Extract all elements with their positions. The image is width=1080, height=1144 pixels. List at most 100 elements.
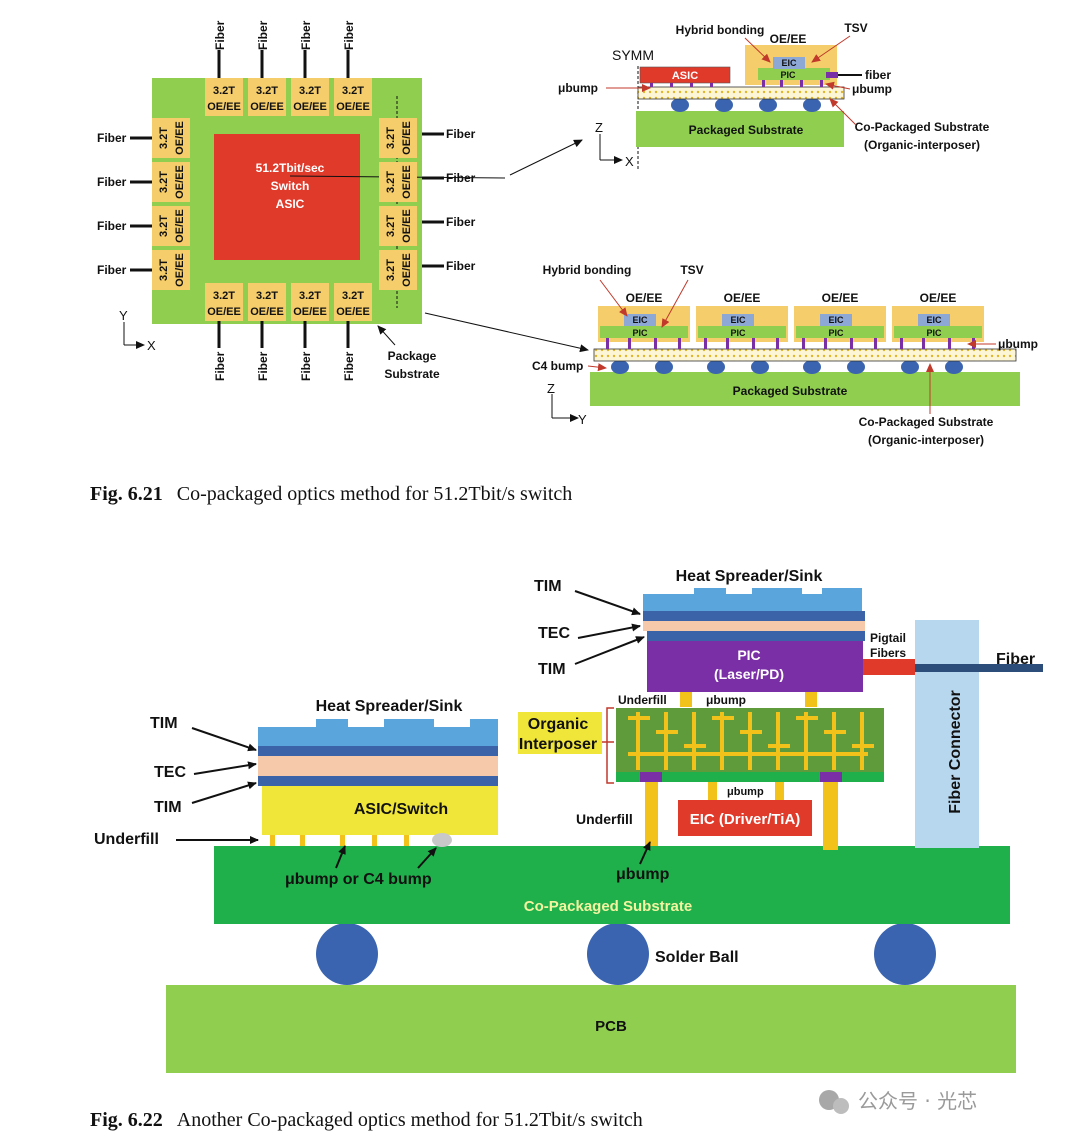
fiber-label: Fiber [97, 175, 127, 189]
pigtail-fibers [863, 659, 915, 675]
pic-label-yz: PIC [632, 328, 648, 338]
fibers: FiberFiberFiberFiberFiberFiberFiberFiber… [97, 20, 476, 381]
packaged-substrate-xz [636, 111, 844, 147]
module-type: OE/EE [401, 121, 413, 155]
oe-ee-module [248, 78, 286, 116]
asic-stack: ASIC/Switch [258, 719, 498, 847]
c4-bump-yz [901, 360, 919, 374]
ubump-label-right-xz: μbump [852, 82, 892, 96]
tim-arrow-right-1 [574, 590, 641, 616]
oe-ee-module [205, 78, 243, 116]
ubump-eic-label: μbump [727, 786, 764, 798]
cps-arrow-xz [829, 98, 857, 126]
tec-arrow-left [193, 761, 257, 775]
via [748, 712, 752, 770]
ubump-yz [948, 338, 951, 349]
organic-interposer-label-yz: (Organic-interposer) [868, 433, 984, 447]
module-type: OE/EE [174, 121, 186, 155]
zoom-arrow-top [509, 139, 583, 176]
module-type: OE/EE [401, 253, 413, 287]
packaged-substrate-yz [590, 372, 1020, 406]
pic-xz [758, 68, 830, 80]
tsv-arrow-xz [811, 35, 851, 63]
underfill-label-left: Underfill [94, 831, 159, 848]
module-type: OE/EE [336, 101, 370, 113]
co-packaged-substrate-yz [593, 348, 1017, 362]
fiber-label: Fiber [97, 131, 127, 145]
tim-upper-right [643, 611, 865, 621]
oe-ee-module [152, 206, 190, 246]
pic-yz [600, 326, 688, 338]
ubump-label-left-xz: μbump [558, 81, 598, 95]
oe-ee-module [152, 250, 190, 290]
bump [404, 835, 409, 846]
hybrid-bonding-label-xz: Hybrid bonding [676, 23, 765, 37]
fiber-label: Fiber [342, 20, 356, 50]
module-type: OE/EE [174, 253, 186, 287]
ubump-yz [752, 338, 755, 349]
axis-z-label-xz: Z [595, 120, 603, 135]
co-packaged-substrate [214, 846, 1010, 924]
pic-yz [698, 326, 786, 338]
pic-label-yz: PIC [730, 328, 746, 338]
pic-yz [894, 326, 982, 338]
eic-label-xz: EIC [781, 58, 797, 68]
oe-ee-module [248, 283, 286, 321]
oe-ee-module [379, 118, 417, 158]
fiber [915, 664, 1043, 672]
packaged-substrate-xz-label: Packaged Substrate [689, 123, 804, 137]
pigtail-label-1: Pigtail [870, 631, 906, 645]
trace [824, 730, 846, 734]
substrate-pointer [377, 325, 396, 346]
fiber-label: Fiber [446, 215, 476, 229]
fiber-label: Fiber [446, 171, 476, 185]
ubump-yz [654, 338, 657, 349]
module-type: OE/EE [401, 165, 413, 199]
ubump-yz [704, 338, 707, 349]
pic-label-xz: PIC [780, 70, 796, 80]
module-rate: 3.2T [256, 85, 278, 97]
solder-ball-label: Solder Ball [655, 949, 739, 966]
ubump [680, 692, 692, 707]
asic-switch [262, 786, 498, 835]
bump [300, 835, 305, 846]
eic-xz [773, 57, 805, 69]
asic-switch-label: ASIC/Switch [354, 801, 448, 818]
module-rate: 3.2T [213, 85, 235, 97]
ubump-arrow-right-xz [825, 81, 851, 90]
fig622-cross-section: PCB Solder Ball Co-Packaged Substrate AS… [94, 568, 1043, 1073]
zoom-arrow-bottom [424, 312, 589, 353]
tim-lower-left [258, 776, 498, 786]
oe-ee-module [379, 162, 417, 202]
module-rate: 3.2T [299, 290, 321, 302]
co-packaged-substrate-label: Co-Packaged Substrate [524, 898, 692, 915]
pic-label-yz: PIC [828, 328, 844, 338]
co-packaged-label-xz: Co-Packaged Substrate [855, 120, 990, 134]
module-rate: 3.2T [385, 171, 397, 193]
solder-ball [874, 923, 936, 985]
oe-ee-module [205, 283, 243, 321]
fiber-label-xz: fiber [865, 68, 891, 82]
packaged-substrate-yz-label: Packaged Substrate [733, 384, 848, 398]
bump [372, 835, 377, 846]
c4-bump-yz [945, 360, 963, 374]
oe-ee-module [334, 78, 372, 116]
c4-balls-yz [611, 360, 963, 374]
fiber-label: Fiber [299, 20, 313, 50]
trace [628, 752, 868, 756]
oe-ee-label-yz: OE/EE [920, 291, 957, 305]
module-rate: 3.2T [213, 290, 235, 302]
module-rate: 3.2T [299, 85, 321, 97]
tec-right [643, 621, 865, 631]
c4-bump-label-yz: C4 bump [532, 359, 583, 373]
underfill-small-label: Underfill [618, 693, 667, 707]
ubump-yz [824, 338, 827, 349]
tim-arrow-left-1 [191, 727, 257, 752]
ubump-top-label: μbump [706, 693, 746, 707]
c4-bump-yz [847, 360, 865, 374]
oe-ee-module [334, 283, 372, 321]
oe-ee-module [379, 250, 417, 290]
tec-label-left: TEC [154, 764, 186, 781]
